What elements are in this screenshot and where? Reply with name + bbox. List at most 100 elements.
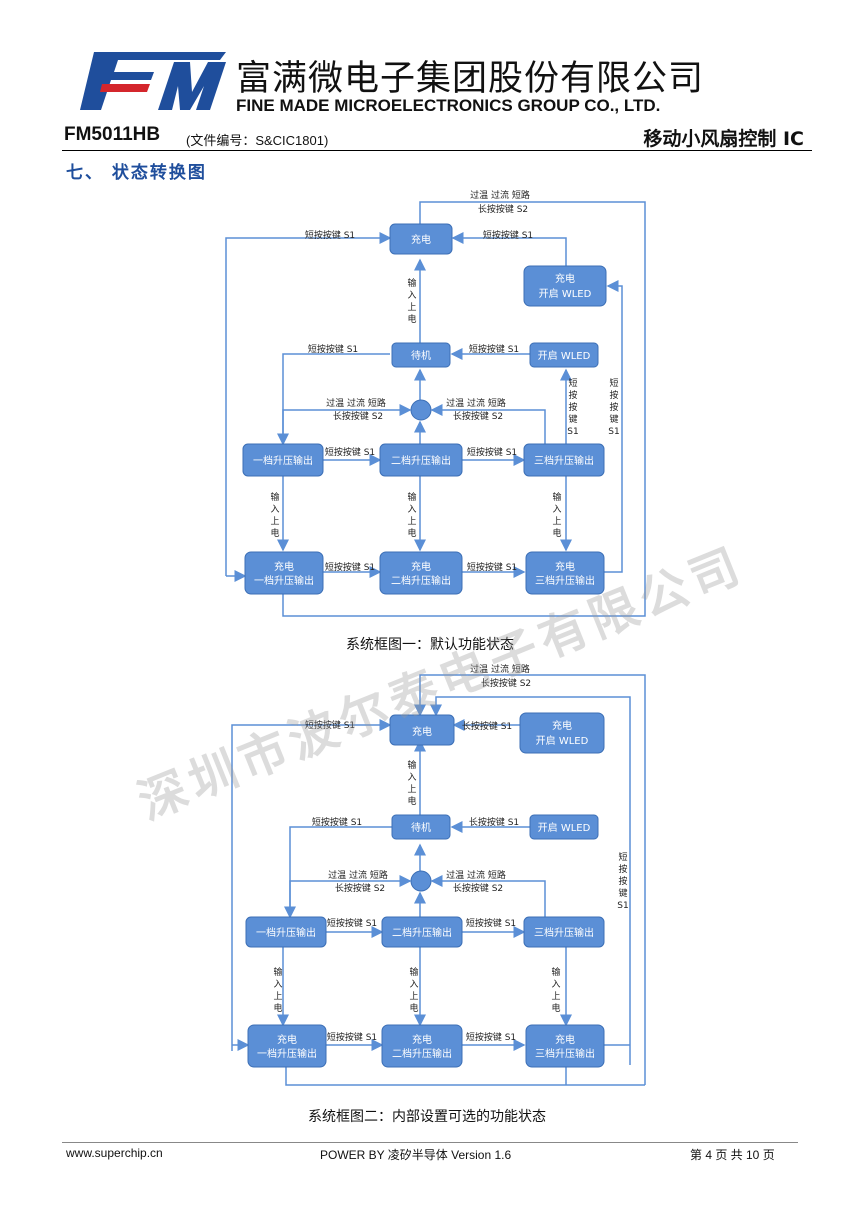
node-charge-boost1-line1: 充电 <box>277 1033 297 1046</box>
edge-label-short-s1: 短按按键 S1 <box>467 561 517 573</box>
product-title: 移动小风扇控制 IC <box>643 128 804 150</box>
edge-label-fault-1: 过温 过流 短路 <box>470 663 530 675</box>
edge-label-fault-1: 过温 过流 短路 <box>446 397 506 409</box>
node-boost1: 一档升压输出 <box>256 926 316 939</box>
edge-label-input-power: 电 <box>407 795 416 807</box>
node-charge-boost3-line1: 充电 <box>555 1033 575 1046</box>
edge-label-fault-1: 过温 过流 短路 <box>446 869 506 881</box>
edge-label-short-s1-vertical: 按 <box>568 401 577 413</box>
node-wled-on: 开启 WLED <box>538 821 591 834</box>
edge-label-input-power: 电 <box>409 1002 418 1014</box>
node-charge-boost2-line2: 二档升压输出 <box>391 574 451 587</box>
edge-label-fault-2: 长按按键 S2 <box>453 410 503 422</box>
edge-label-short-s1: 短按按键 S1 <box>467 446 517 458</box>
section-title: 七、 状态转换图 <box>66 163 207 183</box>
edge-label-short-s1: 短按按键 S1 <box>466 917 516 929</box>
edge-label-input-power: 入 <box>273 979 282 990</box>
edge-label-short-s1-vertical: S1 <box>617 901 628 911</box>
node-standby: 待机 <box>411 821 431 834</box>
edge-label-input-power: 输 <box>407 491 416 503</box>
edge-label-short-s1: 短按按键 S1 <box>327 917 377 929</box>
document-number: (文件编号：S&CIC1801) <box>186 133 329 148</box>
node-charge-wled-line2: 开启 WLED <box>539 287 592 300</box>
node-boost3: 三档升压输出 <box>534 926 594 939</box>
edge-label-input-power: 入 <box>407 772 416 783</box>
edge-label-input-power: 上 <box>409 991 418 1002</box>
edge-label-short-s1-vertical: 按 <box>618 863 627 875</box>
edge-label-short-s1-vertical: 按 <box>568 389 577 401</box>
edge-label-input-power: 上 <box>270 516 279 527</box>
node-charge-boost2-line2: 二档升压输出 <box>392 1047 452 1060</box>
node-charge-wled-line1: 充电 <box>552 719 572 732</box>
edge-label-short-s1: 短按按键 S1 <box>312 816 362 828</box>
edge-label-short-s1: 短按按键 S1 <box>325 561 375 573</box>
node-boost2: 二档升压输出 <box>392 926 452 939</box>
edge-label-short-s1-vertical: 按 <box>609 401 618 413</box>
edge-label-input-power: 输 <box>407 277 416 289</box>
footer-page-number: 第 4 页 共 10 页 <box>690 1148 775 1162</box>
edge-label-input-power: 电 <box>551 1002 560 1014</box>
edge-label-input-power: 输 <box>273 966 282 978</box>
edge-label-input-power: 电 <box>273 1002 282 1014</box>
edge-label-fault-1: 过温 过流 短路 <box>470 189 530 201</box>
edge-label-input-power: 电 <box>407 313 416 325</box>
edge-label-short-s1-vertical: 短 <box>609 377 618 389</box>
footer-power: POWER BY 凌矽半导体 Version 1.6 <box>320 1148 512 1162</box>
edge-label-long-s1: 长按按键 S1 <box>462 720 512 732</box>
node-charge-boost1-line2: 一档升压输出 <box>257 1047 317 1060</box>
node-charge-boost2-line1: 充电 <box>411 560 431 573</box>
watermark: 深圳市波尔泰电子有限公司 <box>131 536 753 831</box>
edge-label-short-s1-vertical: 短 <box>568 377 577 389</box>
edge-label-input-power: 上 <box>407 516 416 527</box>
node-charge-boost3-line1: 充电 <box>555 560 575 573</box>
edge-label-input-power: 上 <box>552 516 561 527</box>
header-divider <box>62 150 812 151</box>
edge-label-short-s1: 短按按键 S1 <box>327 1031 377 1043</box>
state-diagram-2: 充电 充电 开启 WLED 待机 开启 WLED 一档升压输出 二档升压输出 三… <box>231 663 646 1086</box>
node-standby: 待机 <box>411 349 431 362</box>
model-number: FM5011HB <box>64 124 161 145</box>
edge-label-input-power: 输 <box>409 966 418 978</box>
edge-label-input-power: 电 <box>270 527 279 539</box>
edge-label-input-power: 电 <box>407 527 416 539</box>
node-charge-boost1-line1: 充电 <box>274 560 294 573</box>
node-charge-wled-line1: 充电 <box>555 272 575 285</box>
edge-label-short-s1-vertical: S1 <box>608 427 619 437</box>
node-wled-on: 开启 WLED <box>538 349 591 362</box>
state-diagram-1: 充电 充电 开启 WLED 待机 开启 WLED 一档升压输出 二档升压输出 三… <box>225 189 646 617</box>
edge-label-input-power: 入 <box>270 504 279 515</box>
edge-label-input-power: 入 <box>409 979 418 990</box>
edge-label-input-power: 上 <box>551 991 560 1002</box>
node-boost2: 二档升压输出 <box>391 454 451 467</box>
company-name-cn: 富满微电子集团股份有限公司 <box>236 59 705 99</box>
company-name-en: FINE MADE MICROELECTRONICS GROUP CO., LT… <box>236 96 661 115</box>
footer-divider <box>62 1142 798 1143</box>
edge-label-input-power: 上 <box>407 784 416 795</box>
edge-label-input-power: 输 <box>407 759 416 771</box>
node-charge-wled-line2: 开启 WLED <box>536 734 589 747</box>
node-charge-boost3-line2: 三档升压输出 <box>535 574 595 587</box>
node-charge: 充电 <box>411 233 431 246</box>
node-charge-boost1-line2: 一档升压输出 <box>254 574 314 587</box>
edge-label-short-s1-vertical: 键 <box>609 413 618 425</box>
node-boost1: 一档升压输出 <box>253 454 313 467</box>
edge-label-fault-1: 过温 过流 短路 <box>328 869 388 881</box>
watermark-text: 深圳市波尔泰电子有限公司 <box>131 536 753 831</box>
edge-label-fault-2: 长按按键 S2 <box>333 410 383 422</box>
edge-label-short-s1: 短按按键 S1 <box>305 719 355 731</box>
footer-url[interactable]: www.superchip.cn <box>66 1146 163 1160</box>
edge-label-fault-2: 长按按键 S2 <box>481 677 531 689</box>
edge-label-long-s1: 长按按键 S1 <box>469 816 519 828</box>
edge-label-fault-2: 长按按键 S2 <box>453 882 503 894</box>
node-charge-boost2-line1: 充电 <box>412 1033 432 1046</box>
diagram-2-caption: 系统框图二：内部设置可选的功能状态 <box>308 1109 546 1125</box>
node-charge: 充电 <box>412 725 432 738</box>
edge-label-input-power: 输 <box>551 966 560 978</box>
edge-label-fault-2: 长按按键 S2 <box>478 203 528 215</box>
edge-label-input-power: 上 <box>407 302 416 313</box>
node-charge-boost3-line2: 三档升压输出 <box>535 1047 595 1060</box>
edge-label-short-s1-vertical: 按 <box>618 875 627 887</box>
edge-label-short-s1: 短按按键 S1 <box>483 229 533 241</box>
edge-label-short-s1-vertical: 短 <box>618 851 627 863</box>
edge-label-input-power: 输 <box>552 491 561 503</box>
